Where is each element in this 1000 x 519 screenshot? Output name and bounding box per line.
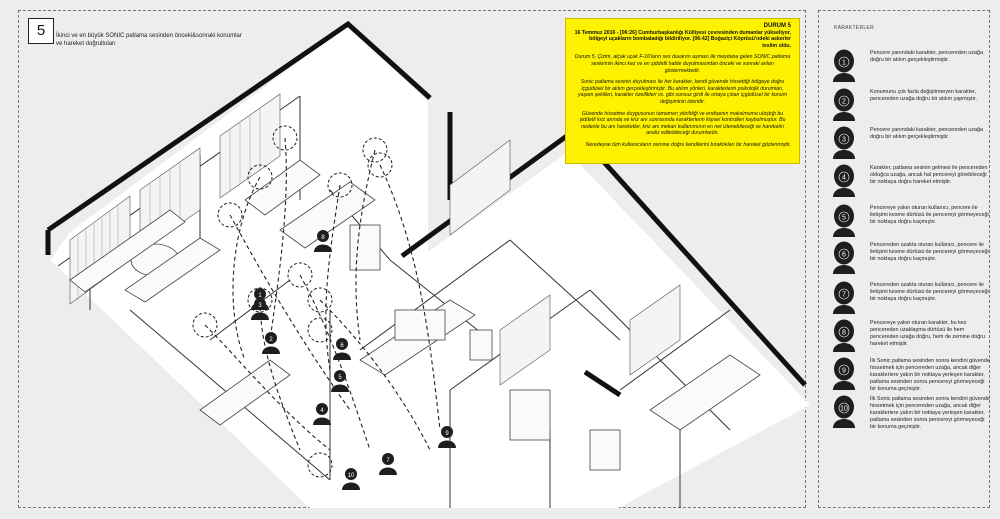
character-item-7: 7 Pencereden uzakta oturan kullanıcı, pen… [828, 280, 989, 314]
plan-figures: 1 2 3 4 5 6 7 8 9 10 [251, 230, 456, 490]
plan-figure-8: 8 [314, 230, 332, 252]
character-silhouette-icon: 9 [833, 357, 855, 390]
svg-text:5: 5 [338, 375, 342, 381]
character-silhouette-icon: 2 [833, 88, 855, 121]
coffee-table [244, 159, 321, 216]
bookshelf [69, 209, 186, 293]
plan-figure-3: 3 [251, 298, 269, 320]
character-description: Pencere yanındaki karakter, pencereden u… [870, 127, 983, 140]
furniture [69, 159, 761, 471]
character-item-6: 6 Pencereden uzakta oturan kullanıcı, pen… [828, 240, 989, 274]
info-box-headline: 16 Temmuz 2016 - [06:26] Cumhurbaşkanlığ… [574, 29, 791, 49]
svg-text:4: 4 [320, 408, 324, 414]
movement-paths [204, 137, 441, 451]
character-number: 4 [842, 175, 846, 182]
bedroom-wardrobe [649, 354, 761, 431]
plan-figure-9: 9 [438, 426, 456, 448]
character-description: İlk Sonic patlama sesinden sonra kendini… [870, 396, 990, 430]
svg-text:8: 8 [321, 235, 325, 241]
character-item-2: 2 Konumunu çok fazla değiştirmeyen karakt… [828, 87, 988, 121]
info-box-paragraph-4: Neredeyse tüm kullanıcıların zemine doğr… [585, 141, 791, 148]
washing-machine [469, 329, 493, 361]
svg-text:10: 10 [348, 473, 355, 479]
side-door [349, 224, 381, 271]
svg-text:6: 6 [340, 343, 344, 349]
characters-panel-title: KARAKTERLER [834, 25, 874, 31]
cabinets [394, 309, 446, 341]
character-number: 3 [842, 137, 846, 144]
info-box-paragraph-1: Durum 5, Çizim, alçak uçak F-16'ların se… [574, 54, 791, 74]
exterior-wall-north [46, 20, 432, 233]
character-number: 9 [842, 368, 846, 375]
plan-figure-4: 4 [313, 403, 331, 425]
character-description: Pencereden uzakta oturan kullanıcı, penc… [870, 242, 989, 262]
character-item-4: 4 Karakter, patlama sesinin gelmesi ile p… [828, 163, 988, 197]
scenario-caption: İkinci ve en büyük SONIC patlama sesinde… [56, 33, 242, 47]
character-silhouette-icon: 4 [833, 164, 855, 197]
character-description: Pencereye yakın oturan karakter, bu kez … [870, 320, 986, 347]
character-item-9: 9 İlk Sonic patlama sesinden sonra kendin… [828, 356, 990, 392]
character-item-1: 1 Pencere yanındaki karakter, pencereden … [828, 48, 988, 82]
info-box-paragraph-3: Güvende hissetme duygusunun tamamen yiti… [579, 110, 786, 137]
info-box-paragraph-2: Sonic patlama sesinin duyulması ile her … [577, 79, 788, 105]
character-number: 8 [842, 330, 846, 337]
svg-text:3: 3 [258, 303, 262, 309]
sofa [199, 359, 291, 426]
plan-figure-2: 2 [262, 332, 280, 354]
character-description: Pencere yanındaki karakter, pencereden u… [870, 50, 983, 63]
plan-figure-7: 7 [379, 453, 397, 475]
svg-text:2: 2 [269, 337, 273, 343]
appliance [509, 389, 551, 441]
character-description: Konumunu çok fazla değiştirmeyen karakte… [870, 89, 977, 102]
character-description: İlk Sonic patlama sesinden sonra kendini… [870, 358, 990, 392]
character-number: 1 [842, 60, 846, 67]
svg-text:9: 9 [445, 431, 449, 437]
character-silhouette-icon: 7 [833, 281, 855, 314]
character-number: 5 [842, 215, 846, 222]
isometric-floor-plan: 1 2 3 4 5 6 7 8 9 10 [45, 20, 810, 508]
character-number: 7 [842, 292, 846, 299]
piano [124, 237, 221, 303]
dining-table [279, 181, 376, 249]
character-silhouette-icon: 6 [833, 241, 855, 274]
characters-panel-frame [818, 10, 990, 508]
character-silhouette-icon: 10 [833, 395, 855, 428]
character-number: 6 [842, 252, 846, 259]
character-item-5: 5 Pencereye yakın oturan kullanıcı, pence… [828, 203, 989, 237]
character-item-8: 8 Pencereye yakın oturan karakter, bu kez… [828, 318, 988, 352]
character-silhouette-icon: 8 [833, 319, 855, 352]
scenario-number: 5 [28, 18, 54, 44]
character-silhouette-icon: 1 [833, 49, 855, 82]
info-box-title: DURUM 5 [763, 23, 791, 29]
character-item-10: 10 İlk Sonic patlama sesinden sonra kendi… [828, 394, 990, 430]
character-item-3: 3 Pencere yanındaki karakter, pencereden … [828, 125, 988, 159]
plan-figure-6: 6 [333, 338, 351, 360]
svg-text:1: 1 [258, 293, 262, 299]
character-description: Pencereden uzakta oturan kullanıcı, penc… [870, 282, 989, 302]
bathroom-fixture [589, 429, 621, 471]
plan-figure-10: 10 [342, 468, 360, 490]
character-silhouette-icon: 3 [833, 126, 855, 159]
character-description: Karakter, patlama sesinin gelmesi ile pe… [870, 165, 988, 185]
wall-segment [583, 369, 622, 398]
scenario-info-box: DURUM 5 16 Temmuz 2016 - [06:26] Cumhurb… [565, 18, 800, 164]
svg-text:7: 7 [386, 458, 390, 464]
character-number: 2 [842, 99, 846, 106]
character-number: 10 [840, 406, 848, 413]
plan-figure-5: 5 [331, 370, 349, 392]
character-silhouette-icon: 5 [833, 204, 855, 237]
character-description: Pencereye yakın oturan kullanıcı, pencer… [870, 205, 989, 225]
